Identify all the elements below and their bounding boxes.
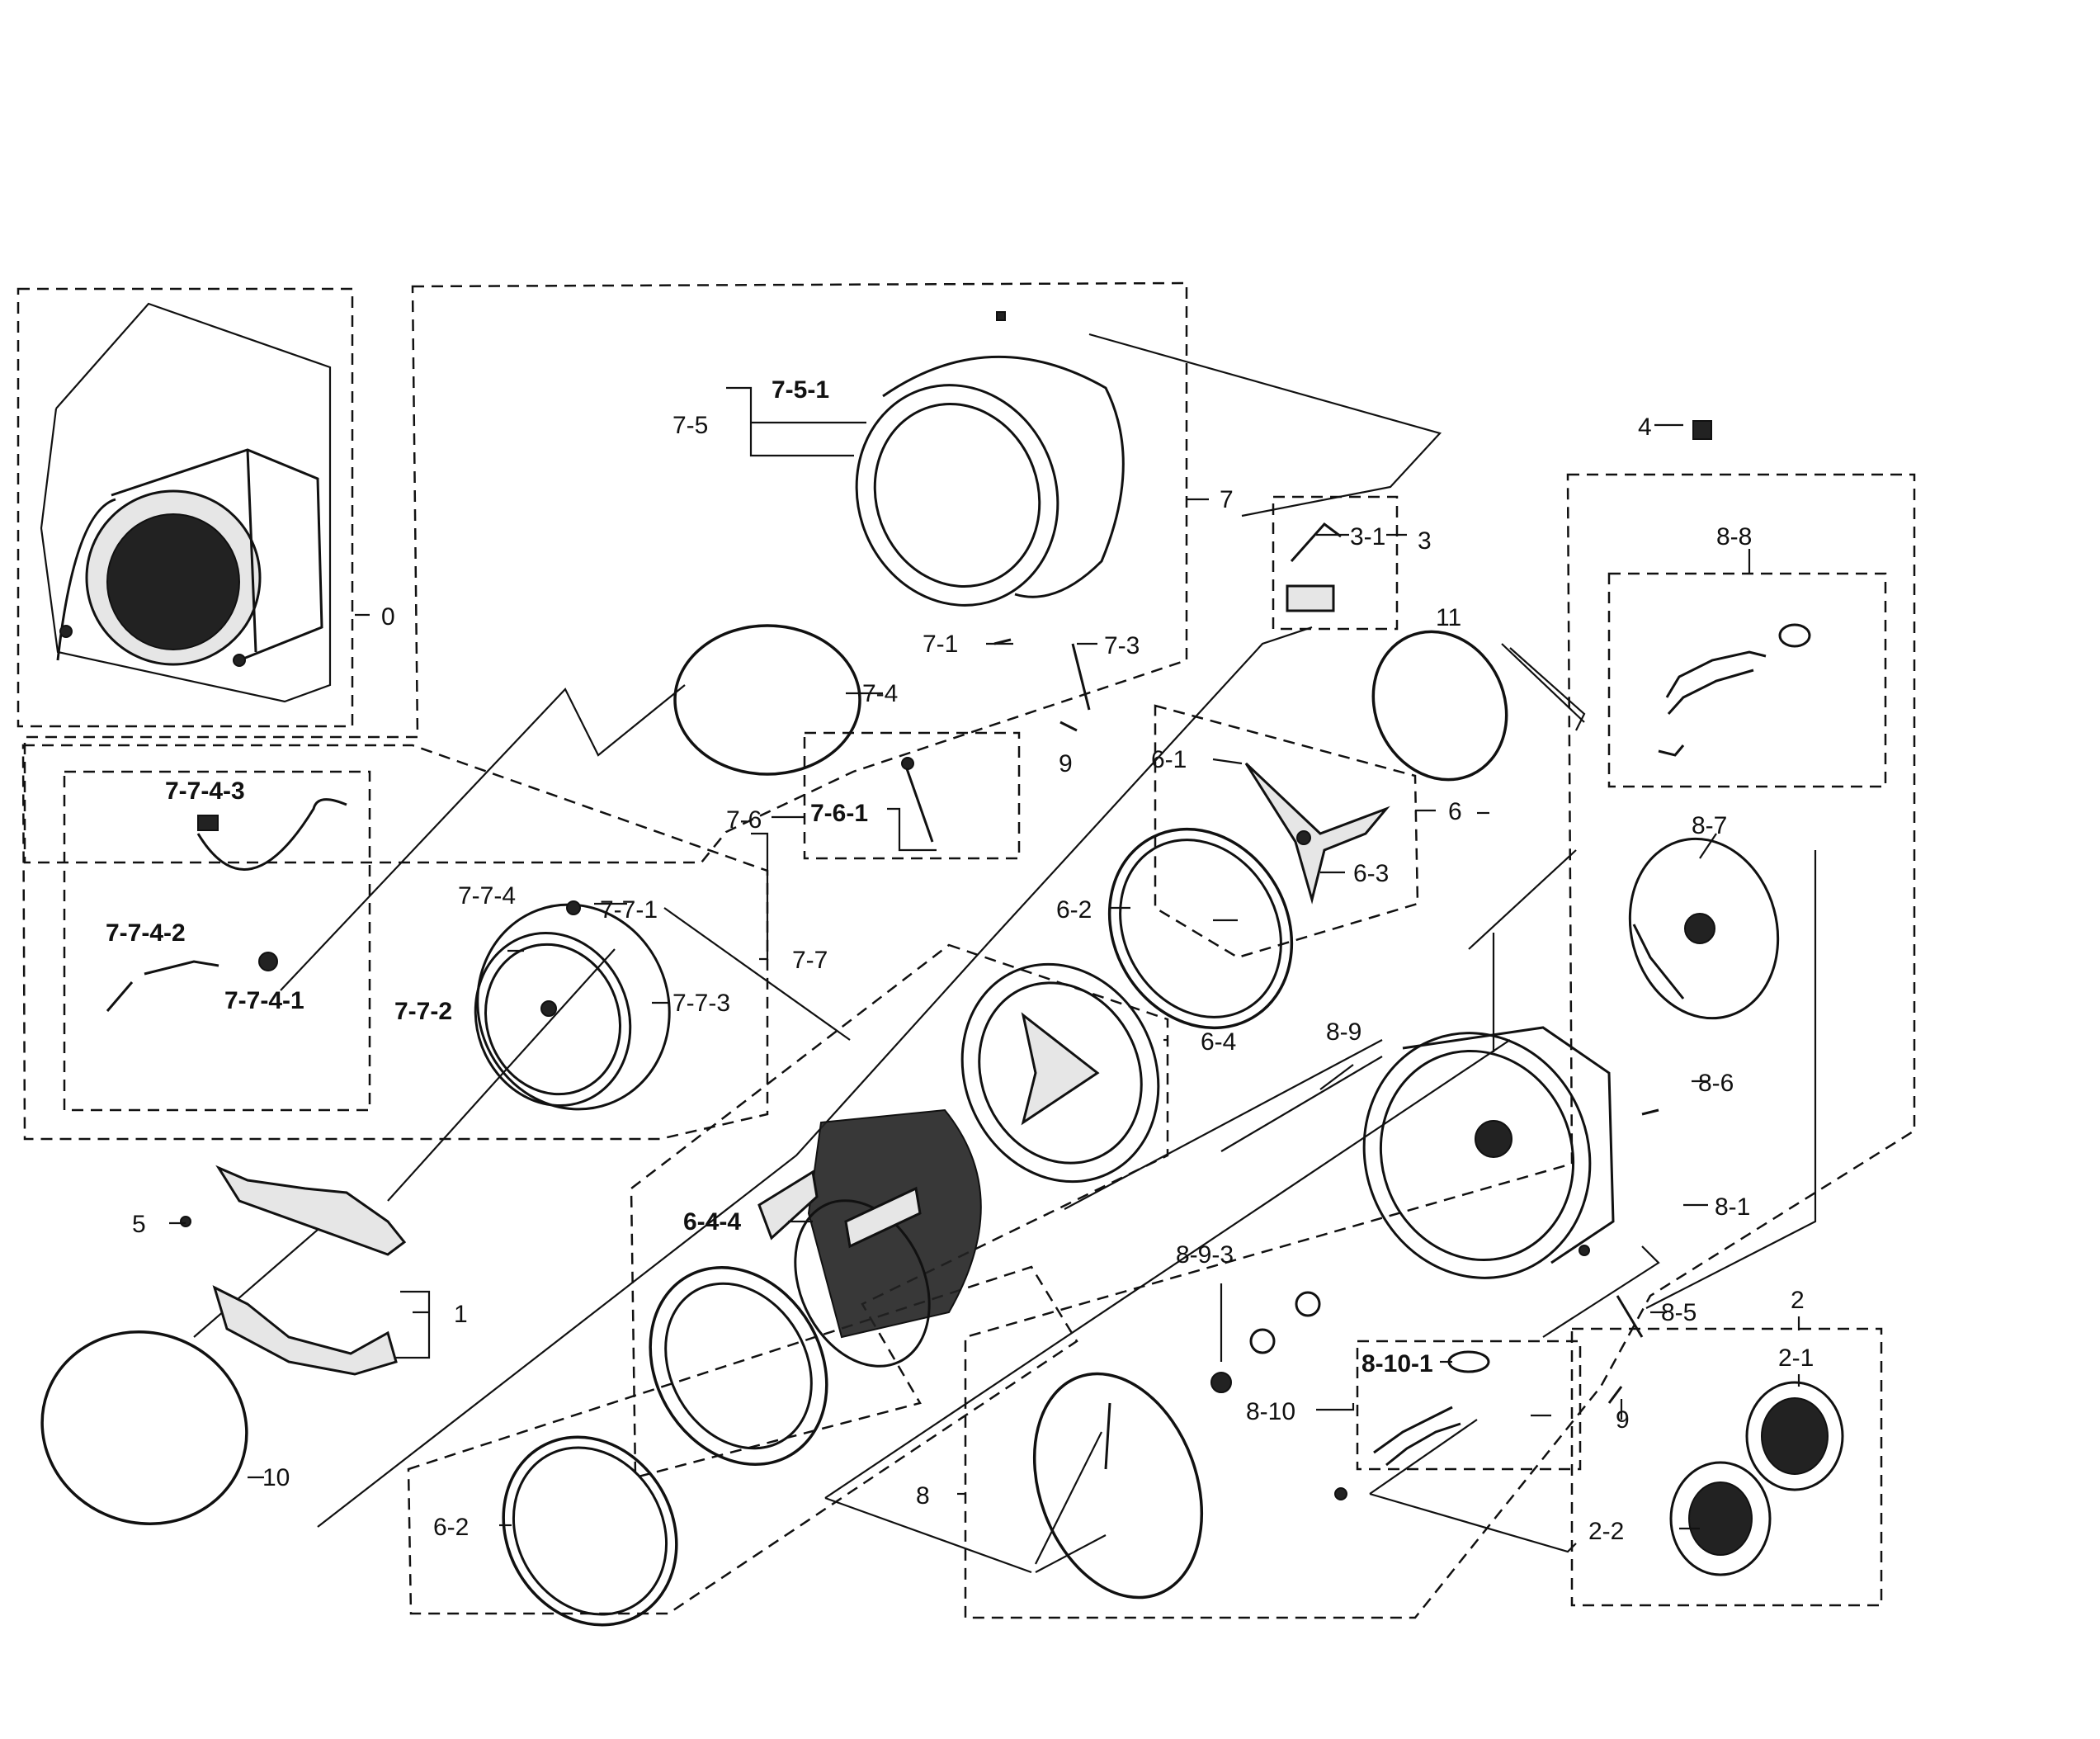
label-1: 1 [454,1301,468,1328]
label-8-7: 8-7 [1692,812,1727,839]
label-2-1: 2-1 [1778,1344,1814,1372]
ring-10 [40,1330,248,1525]
label-6-4: 6-4 [1201,1028,1236,1056]
ring-11 [1371,630,1508,782]
label-3-1: 3-1 [1350,523,1385,551]
label-8-6: 8-6 [1698,1070,1734,1097]
label-8-5: 8-5 [1661,1299,1697,1326]
label-9-bottom: 9 [1616,1406,1630,1434]
drum-front-ring [649,1266,828,1466]
label-6-2-upper: 6-2 [1056,896,1092,924]
gasket-6-2-upper [1107,827,1294,1030]
hose-8-8 [1658,623,1811,757]
box-tub-front [23,281,1188,864]
label-7-3: 7-3 [1104,632,1140,659]
label-6-2-lower: 6-2 [433,1514,469,1541]
label-6-4-4: 6-4-4 [683,1208,741,1236]
label-0: 0 [381,603,395,631]
part-labels: 0 7-5-1 7-5 7 4 3-1 3 8-8 7-1 7-3 11 7-4… [106,376,1814,1545]
label-8-9: 8-9 [1326,1018,1361,1046]
label-2: 2 [1791,1287,1805,1314]
gasket-6-2-lower [502,1435,678,1627]
label-4: 4 [1638,413,1652,441]
tub-back-8 [1362,1026,1615,1279]
motor-2 [1669,1381,1844,1576]
drum-cylinder [757,1108,982,1368]
label-7-7-4-2: 7-7-4-2 [106,919,186,947]
gasket-8 [1032,1372,1204,1600]
label-7: 7 [1220,486,1234,513]
shield-8-7 [1628,837,1780,1020]
label-7-7-2: 7-7-2 [394,998,452,1025]
box-2 [1570,1327,1883,1607]
flange-6-3 [1244,762,1390,905]
label-7-7-4: 7-7-4 [458,882,516,910]
gasket-7-4 [673,624,861,776]
label-2-2: 2-2 [1588,1518,1624,1545]
box-door-diaphragm [21,744,769,1141]
label-7-7-4-1: 7-7-4-1 [224,987,304,1014]
box-8-8 [1607,572,1887,788]
label-7-5-1: 7-5-1 [772,376,829,404]
label-8: 8 [916,1482,930,1510]
drum-back-6-4 [960,962,1160,1184]
box-8 [964,473,1916,1619]
label-7-6: 7-6 [726,806,762,834]
box-8-10 [1356,1340,1582,1471]
label-7-7: 7-7 [792,947,828,974]
label-10: 10 [262,1464,290,1491]
box-6 [1154,704,1419,959]
label-5: 5 [132,1211,146,1238]
label-7-5: 7-5 [672,412,708,439]
box-6-2 [407,1265,1078,1615]
label-6-3: 6-3 [1353,860,1389,887]
bearing-parts-8-9 [1104,1291,1321,1470]
box-6-4 [630,943,1169,1479]
clip-4 [1692,420,1712,440]
group-boxes [17,281,1916,1619]
box-assembly-0 [17,287,354,728]
label-7-7-3: 7-7-3 [672,990,730,1017]
label-leaders [169,386,1800,1530]
label-9-top: 9 [1059,750,1073,777]
box-7-6 [803,731,1021,860]
drain-hose-8-10 [1334,1350,1490,1500]
guide-lines [40,302,1817,1574]
tub-front-7 [855,311,1125,711]
pin-7-6 [901,757,934,843]
label-8-1: 8-1 [1715,1193,1750,1221]
door-7-7 [474,900,671,1111]
label-8-10-1: 8-10-1 [1361,1350,1433,1377]
label-6: 6 [1448,798,1462,825]
box-7-7-4 [63,770,371,1112]
label-7-4: 7-4 [862,680,898,707]
label-8-10: 8-10 [1246,1398,1295,1425]
label-7-7-4-3: 7-7-4-3 [165,777,245,805]
tub-assembly-0 [56,448,323,667]
label-7-6-1: 7-6-1 [810,800,868,827]
label-8-9-3: 8-9-3 [1176,1241,1234,1269]
label-6-1: 6-1 [1151,746,1187,773]
label-3: 3 [1418,527,1432,555]
hose-7-7-4 [106,798,347,1012]
part-3 [1286,522,1342,612]
label-7-7-1: 7-7-1 [600,896,658,924]
label-7-1: 7-1 [923,631,958,658]
brackets-1 [180,1165,407,1376]
label-8-8: 8-8 [1716,523,1752,551]
label-11: 11 [1436,604,1461,631]
